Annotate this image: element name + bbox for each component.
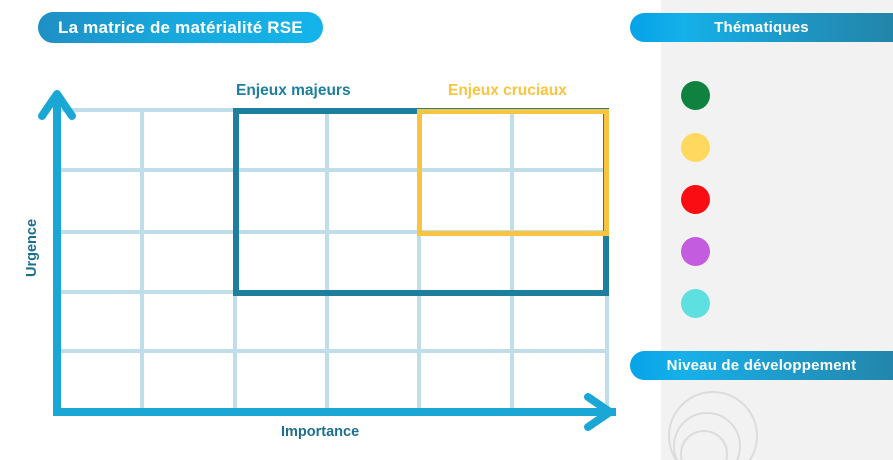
niveau-developpement-title: Niveau de développement (666, 357, 857, 374)
thematique-dot-yellow[interactable] (681, 133, 710, 162)
gridline-horizontal (57, 230, 609, 234)
zone-label-enjeux-majeurs: Enjeux majeurs (236, 82, 351, 99)
page-title-label: La matrice de matérialité RSE (58, 17, 303, 37)
y-axis-label: Urgence (24, 218, 40, 278)
gridline-vertical (325, 108, 329, 412)
page-title: La matrice de matérialité RSE (38, 12, 323, 43)
thematiques-header: Thématiques (630, 13, 893, 42)
gridline-vertical (417, 108, 421, 412)
zone-label-enjeux-cruciaux: Enjeux cruciaux (448, 82, 567, 99)
x-axis-label: Importance (281, 424, 360, 440)
thematique-dot-red[interactable] (681, 185, 710, 214)
thematique-dot-cyan[interactable] (681, 289, 710, 318)
thematique-dot-green[interactable] (681, 81, 710, 110)
gridline-horizontal (57, 168, 609, 172)
gridline-vertical (510, 108, 514, 412)
x-axis-line (53, 408, 616, 416)
zone-enjeux-cruciaux (417, 109, 609, 236)
x-axis-arrow-icon (580, 393, 618, 431)
matrix-chart: Enjeux majeurs Enjeux cruciaux Importanc… (24, 82, 618, 440)
thematiques-title: Thématiques (714, 19, 809, 36)
gridline-horizontal (57, 349, 609, 353)
gridline-vertical (140, 108, 144, 412)
sidebar-panel (661, 0, 893, 460)
y-axis-line (53, 100, 61, 416)
y-axis-arrow-icon (38, 88, 76, 122)
niveau-developpement-rings (663, 389, 783, 460)
thematique-dot-purple[interactable] (681, 237, 710, 266)
niveau-developpement-header: Niveau de développement (630, 351, 893, 380)
thematiques-legend (681, 81, 721, 321)
